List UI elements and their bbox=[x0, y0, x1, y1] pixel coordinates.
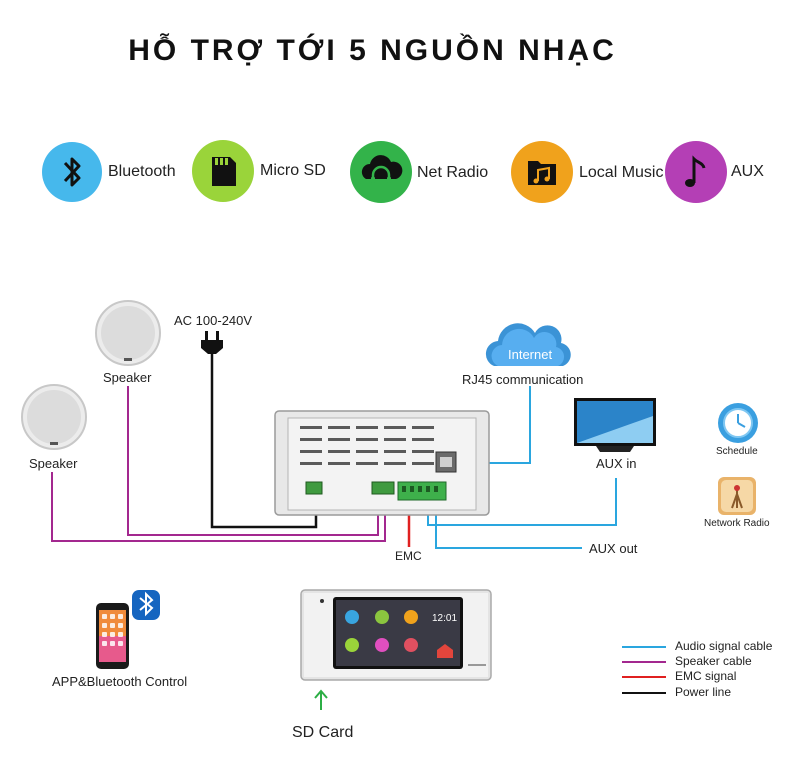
arrow-up-icon bbox=[314, 689, 328, 710]
source-bluetooth: Bluetooth bbox=[42, 142, 192, 202]
wall-panel-back bbox=[274, 410, 490, 516]
micro-sd-icon bbox=[192, 140, 254, 202]
aux-out-label: AUX out bbox=[589, 541, 638, 556]
speaker-left-icon bbox=[21, 384, 87, 450]
legend-item: EMC signal bbox=[622, 669, 792, 684]
speaker-top-icon bbox=[95, 300, 161, 366]
source-label: Net Radio bbox=[417, 164, 489, 181]
network-radio-icon bbox=[718, 477, 756, 515]
legend-label: Power line bbox=[675, 685, 732, 699]
bluetooth-badge-icon bbox=[132, 590, 160, 620]
source-label: Local Music bbox=[579, 164, 664, 181]
source-aux: AUX bbox=[665, 141, 775, 203]
legend-swatch bbox=[622, 661, 666, 663]
legend-label: Speaker cable bbox=[675, 654, 752, 668]
legend-label: Audio signal cable bbox=[675, 639, 773, 653]
emc-label: EMC bbox=[395, 549, 422, 563]
music-note-icon bbox=[665, 141, 727, 203]
music-folder-icon bbox=[511, 141, 573, 203]
source-label: AUX bbox=[731, 163, 764, 180]
network-radio-label: Network Radio bbox=[704, 518, 770, 529]
app-control-label: APP&Bluetooth Control bbox=[52, 674, 188, 689]
speaker-left-label: Speaker bbox=[29, 456, 78, 471]
schedule-icon bbox=[718, 403, 758, 443]
sd-card-label: SD Card bbox=[292, 724, 354, 741]
wall-panel-front: 12:01 bbox=[300, 589, 492, 681]
power-plug-icon bbox=[201, 331, 223, 354]
internet-label: Internet bbox=[508, 347, 553, 362]
cloud-headphones-icon bbox=[350, 141, 412, 203]
bluetooth-icon bbox=[42, 142, 102, 202]
legend-label: EMC signal bbox=[675, 669, 737, 683]
legend-item: Power line bbox=[622, 685, 792, 700]
aux-in-label: AUX in bbox=[596, 456, 637, 471]
cloud-icon bbox=[485, 323, 571, 366]
ac-power-label: AC 100-240V bbox=[174, 313, 253, 328]
legend-swatch bbox=[622, 692, 666, 694]
page-title: HỖ TRỢ TỚI 5 NGUỒN NHẠC bbox=[128, 34, 617, 67]
legend-item: Audio signal cable bbox=[622, 639, 792, 654]
schedule-label: Schedule bbox=[716, 446, 758, 457]
source-label: Micro SD bbox=[260, 162, 326, 179]
source-label: Bluetooth bbox=[108, 163, 176, 180]
phone-icon bbox=[96, 603, 129, 669]
rj45-label: RJ45 communication bbox=[462, 372, 584, 387]
screen-clock: 12:01 bbox=[432, 613, 457, 624]
source-local-music: Local Music bbox=[511, 141, 671, 203]
legend-swatch bbox=[622, 646, 666, 648]
speaker-top-label: Speaker bbox=[103, 370, 152, 385]
legend-swatch bbox=[622, 676, 666, 678]
source-net-radio: Net Radio bbox=[350, 141, 500, 203]
source-micro-sd: Micro SD bbox=[192, 140, 342, 202]
tv-icon bbox=[574, 398, 656, 452]
legend-item: Speaker cable bbox=[622, 654, 792, 669]
